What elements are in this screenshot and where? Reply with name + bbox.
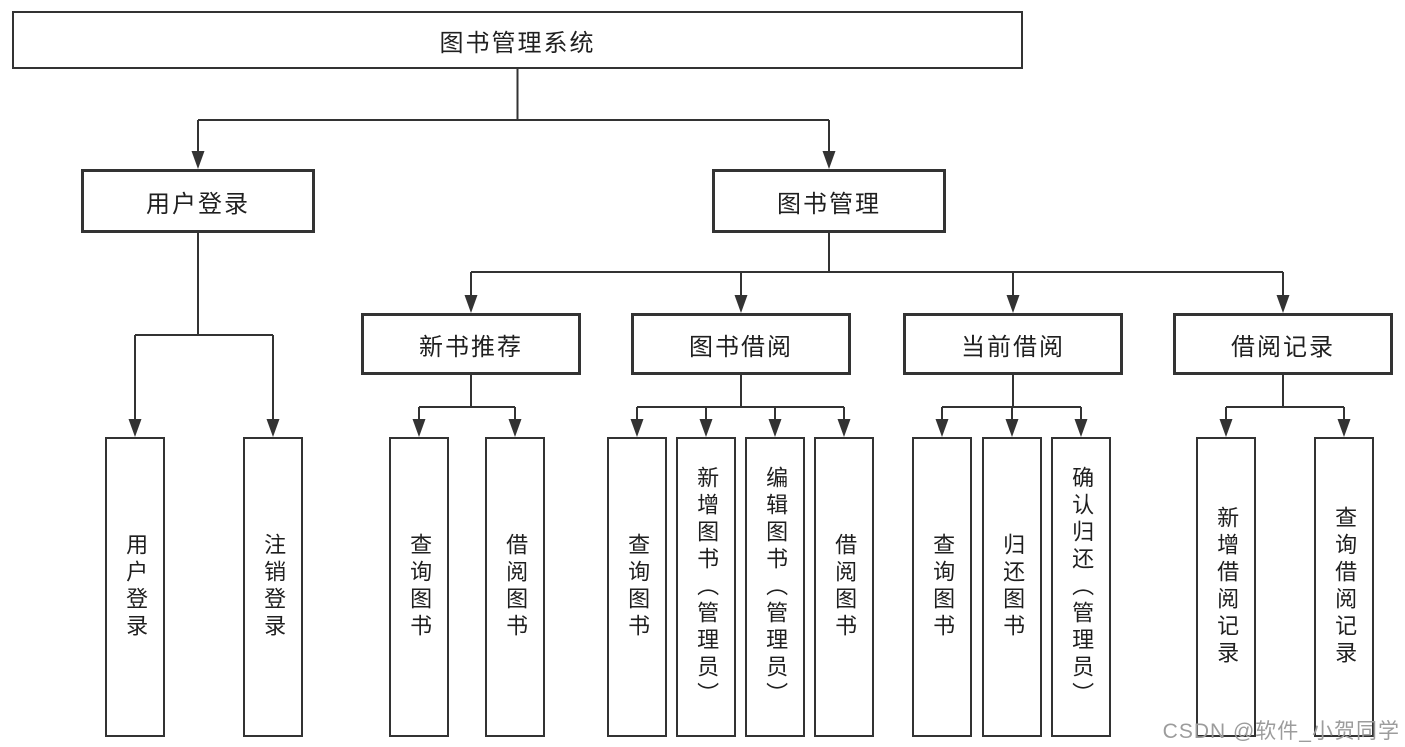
arrowhead <box>128 419 142 437</box>
arrowhead <box>837 419 851 437</box>
arrowhead <box>630 419 644 437</box>
leaf-user-login-label: 用户登录 <box>123 533 149 641</box>
arrowhead <box>412 419 426 437</box>
node-root-label: 图书管理系统 <box>439 29 596 57</box>
arrowhead <box>1219 419 1233 437</box>
node-borrowing-records: 借阅记录 <box>1173 313 1393 375</box>
arrowhead <box>1276 295 1290 313</box>
watermark: CSDN @软件_小贺同学 <box>1162 720 1400 743</box>
connector-line <box>134 233 274 421</box>
node-book-borrowing: 图书借阅 <box>631 313 851 375</box>
node-new-book-recommendation: 新书推荐 <box>361 313 581 375</box>
arrowhead <box>1006 295 1020 313</box>
arrowhead <box>935 419 949 437</box>
connector-line <box>1225 375 1345 421</box>
leaf-borrowing-query-books: 查询图书 <box>607 437 667 737</box>
leaf-return-books: 归还图书 <box>982 437 1042 737</box>
connector-line <box>941 375 1082 421</box>
leaf-add-books-admin: 新增图书（管理员） <box>676 437 736 737</box>
arrowhead <box>191 151 205 169</box>
arrowhead <box>266 419 280 437</box>
node-root: 图书管理系统 <box>12 11 1023 69</box>
connector-current-borrowing-to-leaves <box>935 375 1088 437</box>
node-user-login-label: 用户登录 <box>146 190 250 218</box>
node-book-management: 图书管理 <box>712 169 946 233</box>
connector-line <box>470 233 1284 297</box>
leaf-edit-books-admin: 编辑图书（管理员） <box>745 437 805 737</box>
leaf-add-borrow-record-label: 新增借阅记录 <box>1214 506 1240 668</box>
leaf-user-login: 用户登录 <box>105 437 165 737</box>
arrowhead <box>768 419 782 437</box>
leaf-logout: 注销登录 <box>243 437 303 737</box>
connector-root-to-level2 <box>191 69 836 169</box>
connector-new-book-recommendation-to-leaves <box>412 375 522 437</box>
leaf-logout-label: 注销登录 <box>261 533 287 641</box>
leaf-borrowing-borrow-books: 借阅图书 <box>814 437 874 737</box>
leaf-recommend-borrow-books: 借阅图书 <box>485 437 545 737</box>
leaf-recommend-query-books-label: 查询图书 <box>407 533 433 641</box>
arrowhead <box>822 151 836 169</box>
arrowhead <box>1005 419 1019 437</box>
arrowhead <box>1337 419 1351 437</box>
node-new-book-recommendation-label: 新书推荐 <box>419 333 523 361</box>
leaf-return-books-label: 归还图书 <box>1000 533 1026 641</box>
node-borrowing-records-label: 借阅记录 <box>1231 333 1335 361</box>
arrowhead <box>1074 419 1088 437</box>
leaf-add-borrow-record: 新增借阅记录 <box>1196 437 1256 737</box>
leaf-borrowing-query-books-label: 查询图书 <box>625 533 651 641</box>
leaf-add-books-admin-label: 新增图书（管理员） <box>694 465 720 709</box>
arrowhead <box>508 419 522 437</box>
leaf-confirm-return-admin: 确认归还（管理员） <box>1051 437 1111 737</box>
connector-borrowing-records-to-leaves <box>1219 375 1351 437</box>
connector-line <box>636 375 845 421</box>
leaf-query-borrow-record-label: 查询借阅记录 <box>1332 506 1358 668</box>
leaf-confirm-return-admin-label: 确认归还（管理员） <box>1069 465 1095 709</box>
node-user-login: 用户登录 <box>81 169 315 233</box>
connector-line <box>418 375 516 421</box>
leaf-query-borrow-record: 查询借阅记录 <box>1314 437 1374 737</box>
node-current-borrowing-label: 当前借阅 <box>961 333 1065 361</box>
leaf-borrowing-borrow-books-label: 借阅图书 <box>832 533 858 641</box>
node-current-borrowing: 当前借阅 <box>903 313 1123 375</box>
leaf-recommend-borrow-books-label: 借阅图书 <box>503 533 529 641</box>
leaf-current-query-books-label: 查询图书 <box>930 533 956 641</box>
connector-user-login-to-leaves <box>128 233 280 437</box>
connector-book-management-to-level3 <box>464 233 1290 313</box>
arrowhead <box>699 419 713 437</box>
arrowhead <box>464 295 478 313</box>
leaf-current-query-books: 查询图书 <box>912 437 972 737</box>
node-book-management-label: 图书管理 <box>777 190 881 218</box>
connector-book-borrowing-to-leaves <box>630 375 851 437</box>
leaf-recommend-query-books: 查询图书 <box>389 437 449 737</box>
leaf-edit-books-admin-label: 编辑图书（管理员） <box>763 465 789 709</box>
node-book-borrowing-label: 图书借阅 <box>689 333 793 361</box>
arrowhead <box>734 295 748 313</box>
connector-line <box>197 69 830 152</box>
